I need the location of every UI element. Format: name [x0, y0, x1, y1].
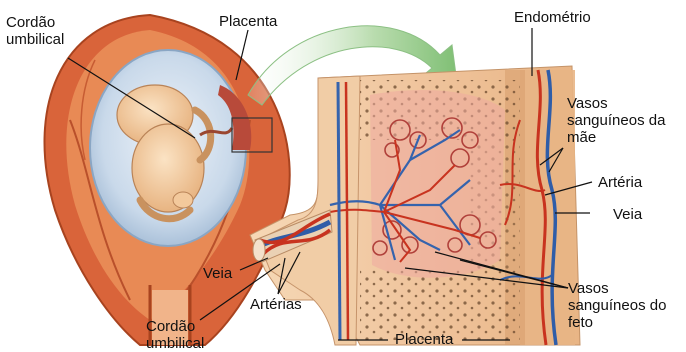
- label-line: Vasos: [568, 280, 666, 297]
- label-placenta-bottom: Placenta: [395, 331, 453, 348]
- label-line: sanguíneos do: [568, 297, 666, 314]
- label-umbilical-cord-bottom: Cordão umbilical: [146, 318, 204, 352]
- label-artery: Artéria: [598, 174, 642, 191]
- label-line: mãe: [567, 129, 665, 146]
- label-line: feto: [568, 314, 666, 331]
- label-vein-left: Veia: [203, 265, 232, 282]
- label-vein-right: Veia: [613, 206, 642, 223]
- label-line: Cordão: [6, 14, 64, 31]
- label-line: Vasos: [567, 95, 665, 112]
- label-arteries: Artérias: [250, 296, 302, 313]
- label-placenta-top: Placenta: [219, 13, 277, 30]
- label-umbilical-cord-top: Cordão umbilical: [6, 14, 64, 48]
- label-fetal-vessels: Vasos sanguíneos do feto: [568, 280, 666, 331]
- label-endometrium: Endométrio: [514, 9, 591, 26]
- label-line: sanguíneos da: [567, 112, 665, 129]
- label-line: umbilical: [6, 31, 64, 48]
- label-line: umbilical: [146, 335, 204, 352]
- label-line: Cordão: [146, 318, 204, 335]
- label-maternal-vessels: Vasos sanguíneos da mãe: [567, 95, 665, 146]
